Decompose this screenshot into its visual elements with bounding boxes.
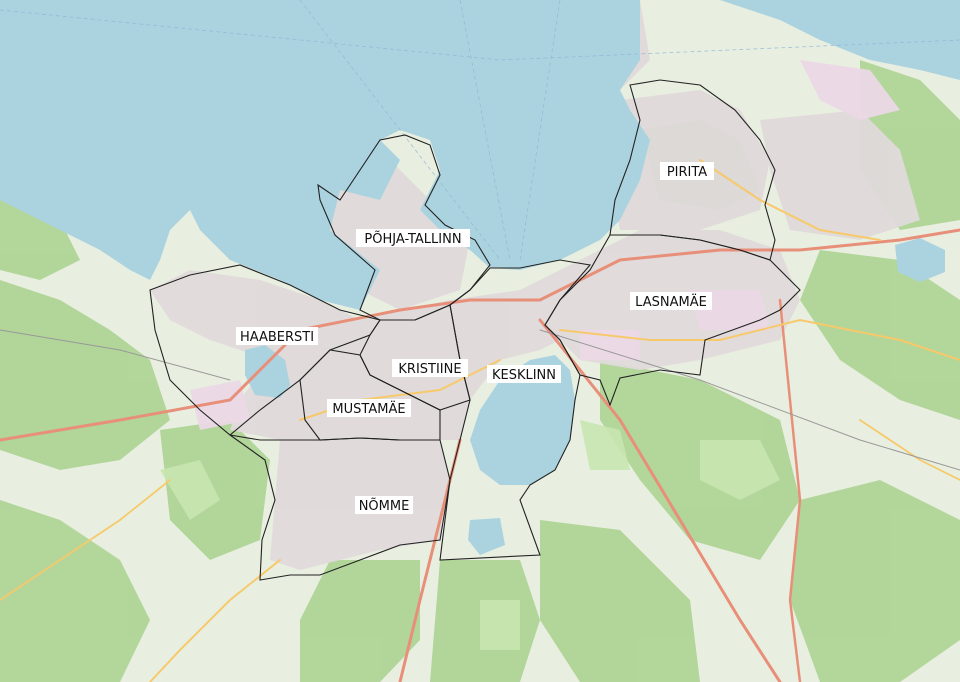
district-name: MUSTAMÄE [332,401,405,417]
label-pirita[interactable]: PIRITA [660,162,714,180]
label-bg [660,162,714,180]
park-areas [160,420,780,650]
label-kesklinn[interactable]: KESKLINN [487,365,561,383]
district-name: PÕHJA-TALLINN [364,231,461,247]
label-haabersti[interactable]: HAABERSTI [236,327,318,345]
district-name: LASNAMÄE [635,294,707,310]
lake-maardu [895,238,945,282]
district-name: NÕMME [359,498,410,514]
district-name: KRISTIINE [398,362,461,377]
sea [0,0,650,310]
lake-small [468,518,505,555]
label-bg [487,365,561,383]
label-lasnamae[interactable]: LASNAMÄE [630,292,712,310]
district-name: HAABERSTI [240,330,314,345]
district-boundaries [149,79,801,581]
label-nomme[interactable]: NÕMME [355,496,413,514]
lake-ulemiste [470,355,575,485]
label-kristiine[interactable]: KRISTIINE [392,359,468,377]
district-name: KESKLINN [492,368,556,383]
district-name: PIRITA [667,165,707,180]
label-bg [327,399,411,417]
boundary-kesklinn [439,259,592,561]
boundary-pohja-tallinn [317,134,491,321]
roads [0,159,960,682]
label-bg [355,496,413,514]
sea-northeast [720,0,960,80]
lake-harku [245,345,290,398]
label-mustamae[interactable]: MUSTAMÄE [327,399,411,417]
label-bg [236,327,318,345]
label-pohja-tallinn[interactable]: PÕHJA-TALLINN [356,229,470,247]
shipping-lanes [0,0,960,261]
label-bg [630,292,712,310]
label-bg [356,229,470,247]
district-labels: PIRITA PÕHJA-TALLINN LASNAMÄE HAABERSTI … [236,162,714,514]
industrial-areas [190,60,900,430]
label-bg [392,359,468,377]
boundary-nomme [229,434,451,581]
